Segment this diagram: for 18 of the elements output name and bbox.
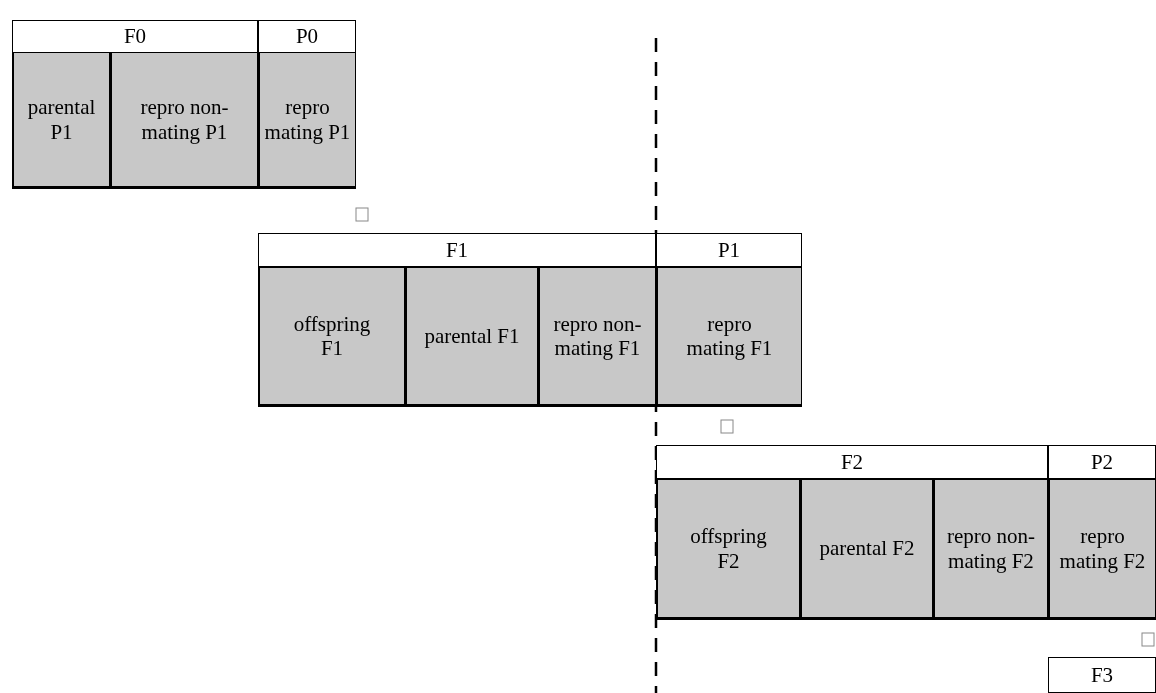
- table-cell: repro mating F1: [656, 267, 802, 407]
- table-cell: repro non-mating F1: [538, 267, 656, 407]
- generation-header: F2: [656, 445, 1048, 479]
- table-cell: repro non-mating P1: [110, 52, 258, 189]
- generation-header: P1: [656, 233, 802, 267]
- generation-header: P2: [1048, 445, 1156, 479]
- table-cell: repro non-mating F2: [933, 479, 1048, 620]
- generation-header: P0: [258, 20, 356, 53]
- table-cell: parental F1: [405, 267, 538, 407]
- table-cell: parental P1: [12, 52, 110, 189]
- generation-header: F3: [1048, 657, 1156, 693]
- table-cell: parental F2: [800, 479, 933, 620]
- table-cell: repro mating P1: [258, 52, 356, 189]
- generation-header: F0: [12, 20, 258, 53]
- table-cell: offspring F1: [258, 267, 405, 407]
- generation-header: F1: [258, 233, 656, 267]
- table-cell: repro mating F2: [1048, 479, 1156, 620]
- table-cell: offspring F2: [656, 479, 800, 620]
